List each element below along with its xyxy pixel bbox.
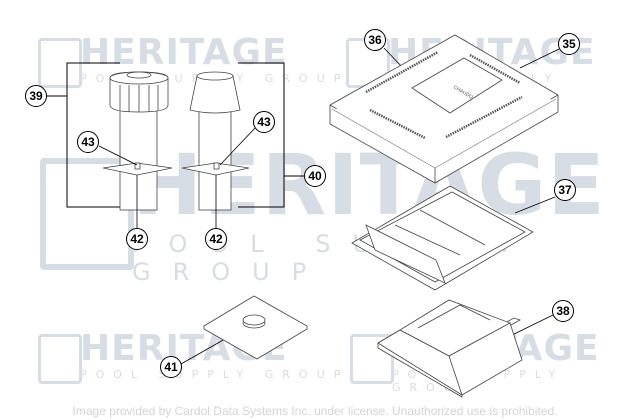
copyright-footer: Image provided by Cardol Data Systems In…: [72, 404, 558, 418]
bracket-39: [47, 62, 120, 208]
callout-38[interactable]: 38: [552, 300, 574, 322]
part-40-tapered-cap: [181, 71, 250, 211]
callout-37[interactable]: 37: [554, 179, 576, 201]
watermark-logo-box: [40, 158, 134, 270]
callout-41[interactable]: 41: [160, 356, 182, 378]
callout-39[interactable]: 39: [25, 85, 47, 107]
bracket-40: [238, 62, 304, 208]
callout-36[interactable]: 36: [364, 29, 386, 51]
callout-43-right[interactable]: 43: [253, 111, 275, 133]
callout-43-left[interactable]: 43: [77, 131, 99, 153]
watermark-logo-box: [38, 334, 82, 384]
leader-lines: [98, 47, 560, 365]
part-38-skirt: [377, 299, 523, 398]
part-39-louvered-cap: [102, 71, 173, 211]
part-37-base-tray: [351, 185, 534, 291]
callout-42-left[interactable]: 42: [126, 228, 148, 250]
callout-35[interactable]: 35: [558, 33, 580, 55]
callout-40[interactable]: 40: [304, 165, 326, 187]
watermark-logo-box: [350, 334, 394, 384]
part-35-cover: CHAUDQ: [329, 34, 559, 184]
callout-42-right[interactable]: 42: [205, 228, 227, 250]
part-41-flashing-plate: [203, 295, 308, 360]
